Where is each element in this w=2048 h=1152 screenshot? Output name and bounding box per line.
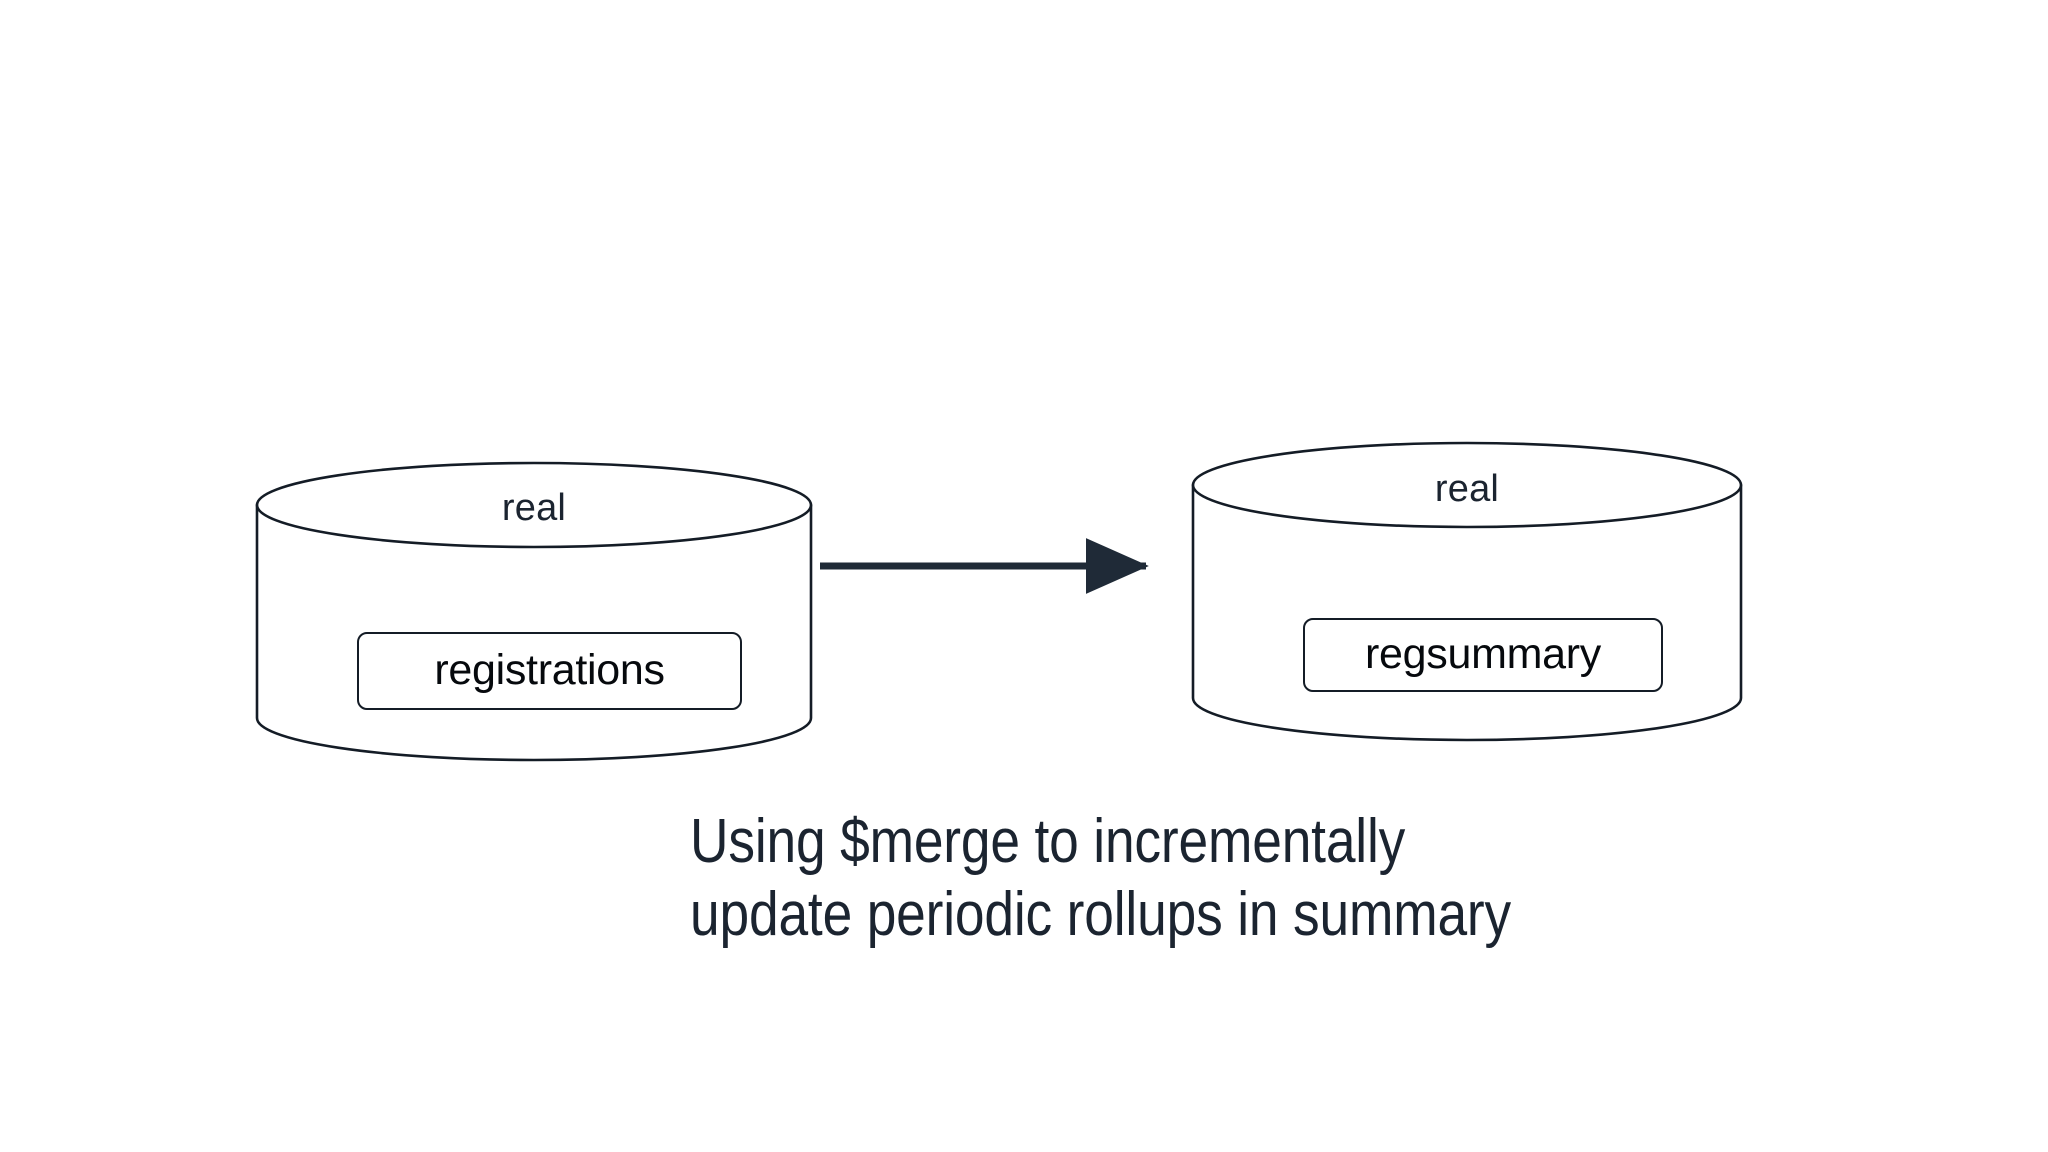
target-database-name: real <box>1434 468 1500 510</box>
source-collection-label: registrations <box>434 645 665 694</box>
target-collection-box[interactable]: regsummary <box>1303 618 1663 692</box>
target-collection-label: regsummary <box>1365 629 1601 678</box>
source-collection-box[interactable]: registrations <box>357 632 742 710</box>
diagram-caption: Using $merge to incrementally update per… <box>690 805 1748 951</box>
source-cylinder-top-ellipse <box>255 461 813 549</box>
caption-line-1: Using $merge to incrementally <box>690 807 1406 876</box>
caption-line-2: update periodic rollups in summary <box>690 880 1512 950</box>
target-cylinder-top-ellipse <box>1191 441 1743 529</box>
source-database-name: real <box>501 487 567 529</box>
